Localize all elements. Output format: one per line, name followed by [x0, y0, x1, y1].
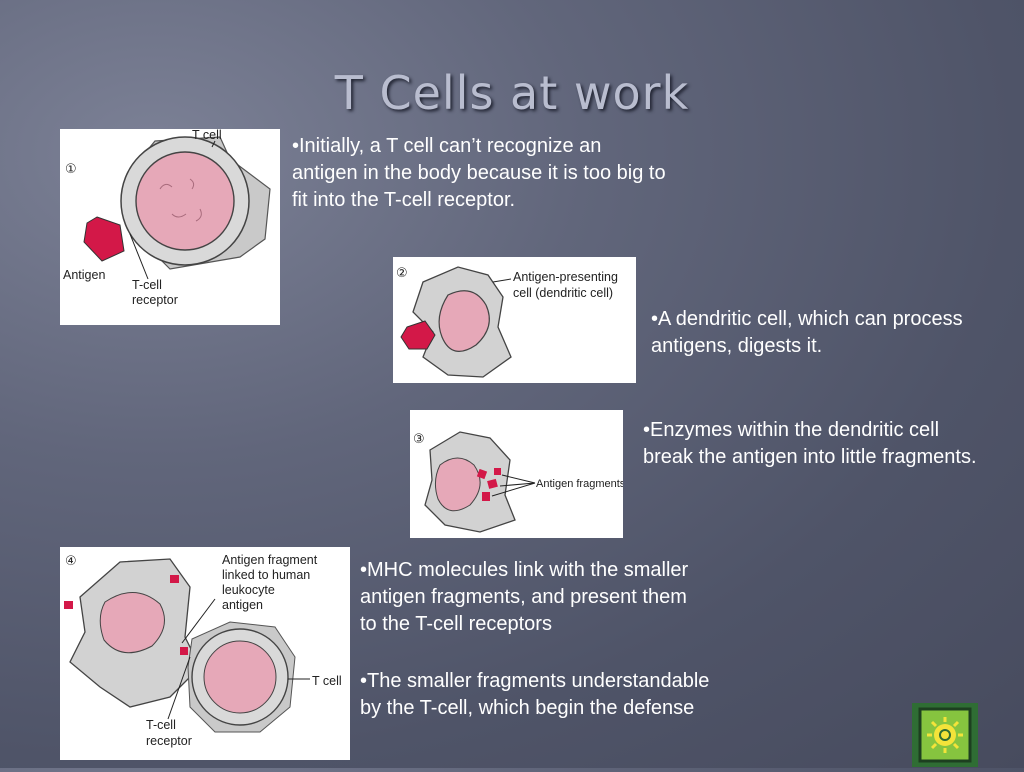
step-2-text: •A dendritic cell, which can process ant… — [651, 308, 963, 357]
label-receptor-3: T-cell — [146, 718, 176, 732]
slide-title: T Cells at work — [334, 66, 690, 120]
label-apc-2: cell (dendritic cell) — [513, 286, 613, 300]
label-antigen: Antigen — [63, 268, 105, 282]
step-4-text: •MHC molecules link with the smaller ant… — [360, 559, 689, 635]
step-3-text: •Enzymes within the dendritic cell break… — [643, 419, 977, 468]
green-sun-emblem-icon — [912, 703, 978, 767]
step-number: ① — [65, 162, 77, 177]
step-5-text: •The smaller fragments understandable by… — [360, 670, 710, 719]
figure-dendritic-cell: ② Antigen-presenting cell (dendritic cel… — [393, 257, 636, 383]
label-t-cell: T cell — [192, 129, 222, 142]
label-linked-3: leukocyte — [222, 583, 275, 597]
step-number: ② — [396, 266, 408, 281]
step-number: ④ — [65, 554, 77, 569]
label-linked-1: Antigen fragment — [222, 553, 318, 567]
label-t-cell-2: T cell — [312, 674, 342, 688]
label-fragments: Antigen fragments — [536, 478, 623, 490]
figure-tcell-antigen: ① T cell Antigen T-cell receptor — [60, 129, 280, 325]
label-linked-4: antigen — [222, 598, 263, 612]
step-1-text: •Initially, a T cell can’t recognize an … — [292, 135, 666, 211]
step-number: ③ — [413, 432, 425, 447]
figure-antigen-fragments: ③ Antigen fragments — [410, 410, 623, 538]
label-receptor-2: receptor — [132, 293, 178, 307]
label-linked-2: linked to human — [222, 568, 310, 582]
label-apc-1: Antigen-presenting — [513, 270, 618, 284]
figure-mhc-presentation: ④ ⑤ Antigen fragment linked to human leu… — [60, 547, 350, 760]
label-receptor-1: T-cell — [132, 278, 162, 292]
label-receptor-4: receptor — [146, 734, 192, 748]
